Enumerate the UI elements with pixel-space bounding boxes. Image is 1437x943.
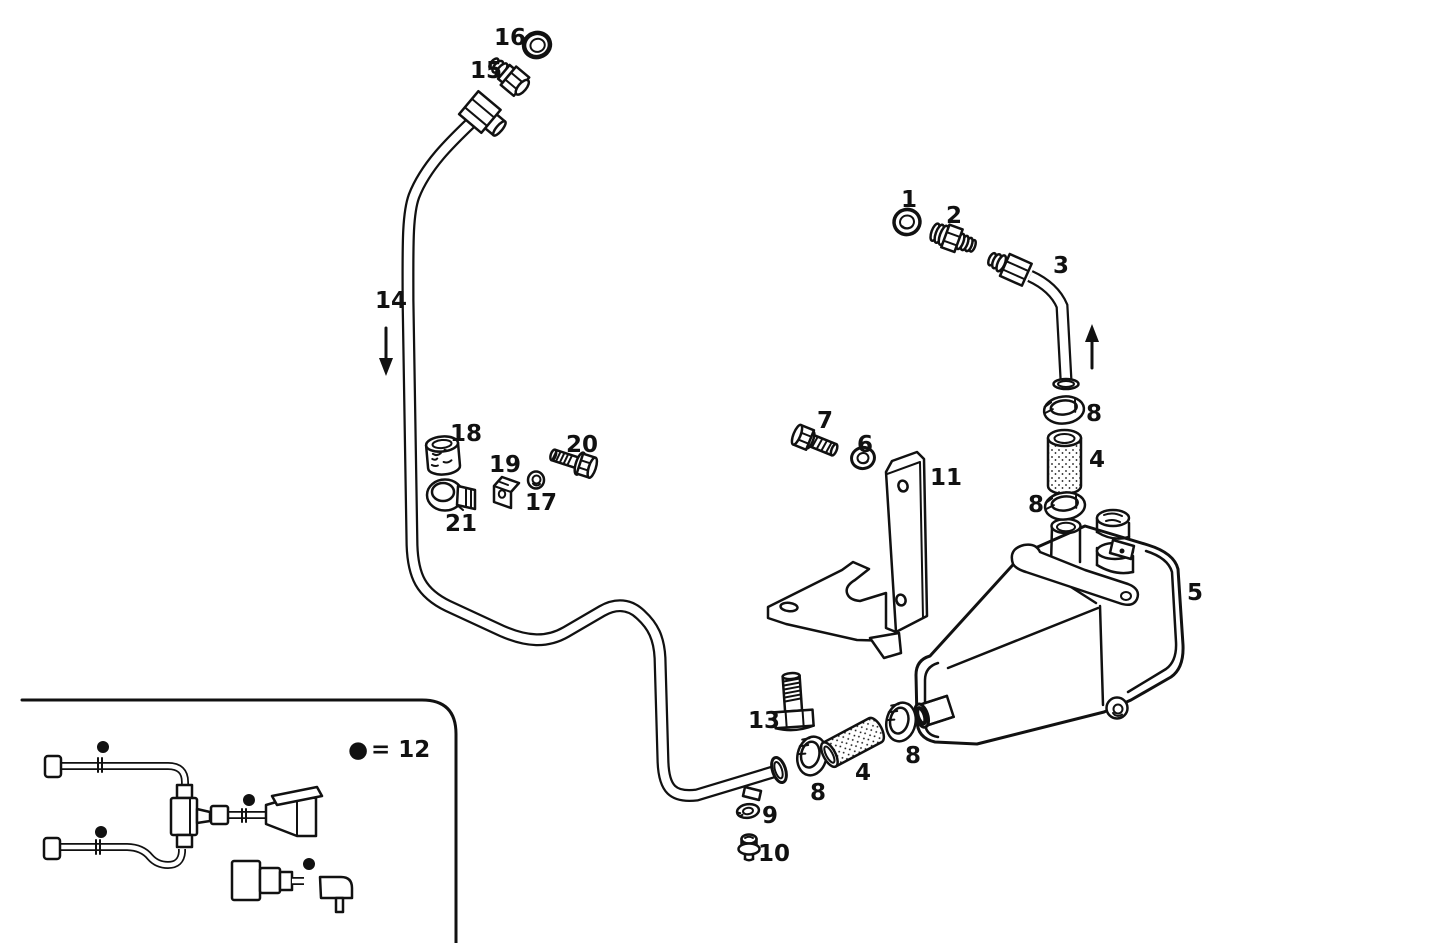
clamp-8-top — [1042, 395, 1086, 425]
callout-11: 11 — [930, 465, 962, 491]
part-12-marker-dot — [97, 741, 109, 753]
tube-3-fitting — [987, 251, 1033, 287]
callout-8-mid: 8 — [1028, 492, 1044, 518]
part-20-bolt — [549, 448, 599, 479]
clamp-8-bottom-right — [884, 701, 918, 743]
part-12-marker-dot — [303, 858, 315, 870]
callout-14: 14 — [375, 288, 407, 314]
part-6-washer — [850, 445, 876, 471]
tube-3-bent-pipe — [987, 251, 1080, 391]
tank-outlet-pipe — [913, 694, 955, 729]
part-11-bracket — [766, 450, 929, 660]
inset-legend: ● = 12 — [348, 737, 430, 763]
callout-8-bottom-right: 8 — [905, 743, 921, 769]
callout-5: 5 — [1187, 580, 1203, 606]
tank-filler-cap — [1095, 508, 1136, 575]
callout-8-top: 8 — [1086, 401, 1102, 427]
tank-right-inner-line — [1126, 549, 1178, 694]
callout-2: 2 — [946, 203, 962, 229]
legend-text: = 12 — [371, 737, 430, 763]
tube-14-mount-tab — [741, 785, 763, 802]
tank-front-corner-edge — [1098, 604, 1105, 707]
part-7-bolt — [790, 423, 839, 457]
inset-border — [20, 698, 458, 943]
callout-3: 3 — [1053, 253, 1069, 279]
part-17-nut — [526, 470, 546, 490]
part-18-rubber-sleeve — [424, 435, 462, 476]
part-13-bolt — [773, 671, 815, 732]
tube-14-end-bead — [770, 755, 788, 785]
part-2-union-fitting — [929, 222, 977, 254]
inset-detail-box: ● = 12 — [20, 698, 458, 943]
tank-bottom-lug — [1105, 696, 1129, 720]
callout-20: 20 — [566, 432, 598, 458]
tank-mounting-strap — [1010, 543, 1140, 607]
part-16-seal-ring — [521, 30, 553, 60]
callout-19: 19 — [489, 452, 521, 478]
hose-4-bottom — [819, 716, 886, 769]
callout-10: 10 — [758, 841, 790, 867]
tank-front-top-edge — [946, 606, 1100, 670]
callout-7: 7 — [817, 408, 833, 434]
callout-18: 18 — [450, 421, 482, 447]
part-19-clip — [492, 475, 521, 510]
tank-left-inner-line — [923, 661, 940, 739]
tube-14-pipe — [401, 89, 788, 803]
callout-labels: 1 2 3 4 4 5 6 7 8 8 8 8 9 10 11 13 14 15… — [375, 25, 1203, 867]
part-1-seal-ring — [892, 207, 922, 237]
part-15-union-fitting — [488, 57, 531, 98]
tube-14-flare-nut — [457, 89, 507, 137]
part-12-marker-dot — [243, 794, 255, 806]
hose-4-top — [1046, 428, 1083, 496]
inset-hose-a — [43, 741, 189, 787]
part-10-screw — [737, 833, 761, 862]
part-21-pipe-clamp — [425, 478, 477, 512]
legend-marker: ● — [348, 737, 368, 763]
callout-13: 13 — [748, 708, 780, 734]
callout-17: 17 — [525, 490, 557, 516]
callout-4-top: 4 — [1089, 447, 1105, 473]
callout-8-bottom-left: 8 — [810, 780, 826, 806]
inset-elbow-assembly — [230, 858, 354, 914]
inset-t-connector — [169, 783, 212, 849]
inset-hose-b — [42, 826, 186, 870]
callout-1: 1 — [901, 187, 917, 213]
callout-21: 21 — [445, 511, 477, 537]
inset-nozzle-assembly — [209, 785, 324, 838]
callout-16: 16 — [494, 25, 526, 51]
callout-6: 6 — [857, 432, 873, 458]
callout-15: 15 — [470, 58, 502, 84]
flow-arrow-up — [1085, 324, 1099, 370]
part-9-washer — [735, 802, 761, 820]
part-5-reservoir-tank — [913, 508, 1185, 746]
flow-arrow-down — [379, 326, 393, 376]
callout-4-bottom: 4 — [855, 760, 871, 786]
part-12-marker-dot — [95, 826, 107, 838]
callout-9: 9 — [762, 803, 778, 829]
clamp-8-mid — [1043, 491, 1087, 521]
